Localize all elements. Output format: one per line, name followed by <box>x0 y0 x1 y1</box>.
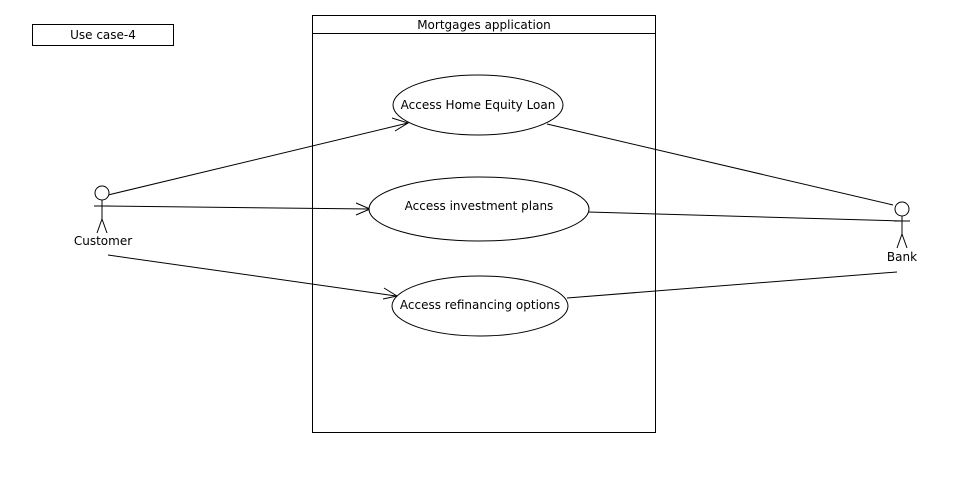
actor-right-leg <box>101 218 108 234</box>
actor-customer-label: Customer <box>74 234 132 248</box>
associations <box>101 117 904 300</box>
association-customer-investment <box>101 205 371 210</box>
use-case-home-equity[interactable]: Access Home Equity Loan <box>392 74 564 136</box>
actor-bank[interactable]: Bank <box>887 201 917 264</box>
diagram-title: Use case-4 <box>70 28 136 42</box>
actor-left-leg <box>96 218 103 234</box>
actor-customer[interactable]: Customer <box>74 185 132 248</box>
association-bank-home-equity <box>546 123 894 206</box>
use-case-label: Access refinancing options <box>400 298 560 312</box>
use-case-ellipse <box>368 176 590 242</box>
use-case-investment[interactable]: Access investment plans <box>368 176 590 242</box>
use-case-label: Access investment plans <box>405 199 554 213</box>
arrowhead-home-equity <box>391 117 410 132</box>
system-boundary-title: Mortgages application <box>417 18 551 32</box>
actor-head <box>94 185 110 201</box>
diagram-title-box: Use case-4 <box>32 24 174 46</box>
actor-right-leg <box>901 233 908 249</box>
actor-head <box>894 201 910 217</box>
use-case-label: Access Home Equity Loan <box>401 98 556 112</box>
association-bank-investment <box>587 211 904 222</box>
use-case-refinancing[interactable]: Access refinancing options <box>391 275 569 337</box>
use-case-ellipse <box>392 74 564 136</box>
association-customer-home-equity <box>107 122 409 196</box>
actor-left-leg <box>896 233 903 249</box>
association-bank-refinancing <box>566 271 898 299</box>
actor-bank-label: Bank <box>887 250 917 264</box>
association-customer-refinancing <box>107 254 397 297</box>
use-case-ellipse <box>391 275 569 337</box>
